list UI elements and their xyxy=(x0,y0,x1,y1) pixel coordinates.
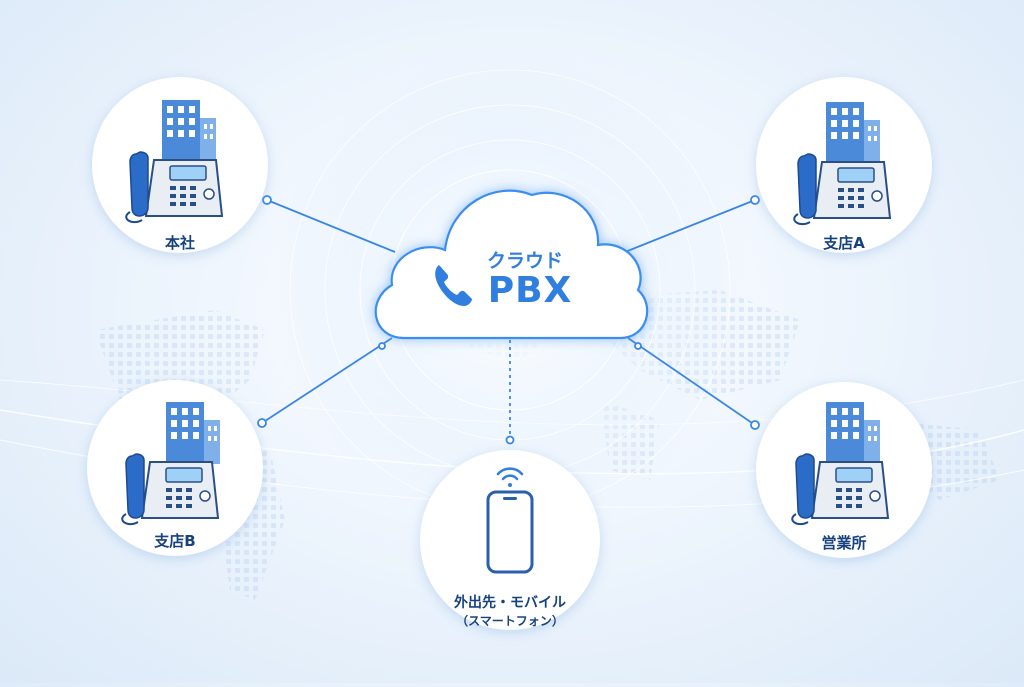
building-icon xyxy=(826,102,880,164)
phone-handset-icon xyxy=(435,265,472,306)
building-icon xyxy=(162,100,216,162)
node-label-branch-a: 支店A xyxy=(823,234,865,252)
node-label-branch-b: 支店B xyxy=(154,532,196,550)
building-icon xyxy=(826,402,880,464)
cloud-label-pbx: PBX xyxy=(487,270,573,311)
wifi-signal-icon xyxy=(496,467,524,487)
cloud-pbx-shape xyxy=(374,189,649,340)
smartphone-icon xyxy=(486,490,534,574)
node-label-sales-office: 営業所 xyxy=(821,534,867,552)
connection-lines xyxy=(261,199,756,440)
node-label-mobile: 外出先・モバイル xyxy=(454,595,566,611)
desk-phone-icon xyxy=(791,453,890,526)
desk-phone-icon xyxy=(793,153,892,226)
desk-phone-icon xyxy=(121,453,220,526)
desk-phone-icon xyxy=(125,151,224,224)
connection-endpoints xyxy=(257,195,760,445)
building-icon xyxy=(166,402,220,464)
cloud-label-top: クラウド xyxy=(486,250,563,272)
node-sublabel-mobile: （スマートフォン） xyxy=(456,614,564,628)
node-label-hq: 本社 xyxy=(164,234,195,252)
